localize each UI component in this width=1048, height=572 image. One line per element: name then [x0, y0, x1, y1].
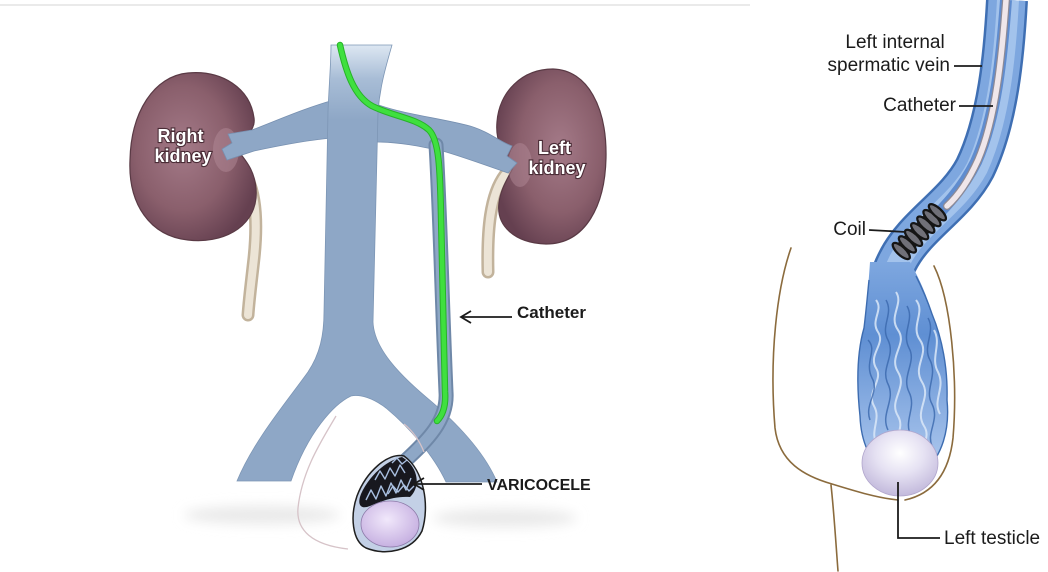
left-testicle-small [360, 500, 420, 548]
coil-label: Coil [833, 219, 866, 240]
catheter-line [336, 41, 449, 425]
inferior-vena-cava [236, 44, 498, 483]
left-kidney-label: Left kidney [528, 138, 585, 178]
right-panel: Left internal spermatic vein Catheter Co… [772, 0, 1040, 572]
left-testicle [861, 429, 939, 497]
floor-shadow-right [433, 509, 577, 527]
coil-leader [868, 229, 907, 233]
testicle-leader [897, 482, 940, 539]
right-kidney-label: Right kidney [154, 126, 211, 166]
left-kidney [496, 68, 607, 245]
left-ureter [481, 168, 512, 279]
pampiniform-plexus [857, 262, 949, 473]
spermatic-vein-label: Left internal spermatic vein [828, 32, 951, 76]
left-panel: Right kidney Left kidney Catheter VARICO… [0, 4, 750, 553]
embolization-coil [891, 202, 948, 261]
catheter-in-vein [943, 0, 1010, 210]
varicocele-arrow [412, 477, 482, 491]
body-outline [772, 247, 956, 572]
catheter-arrow [459, 310, 512, 324]
varicocele-label: VARICOCELE [487, 477, 591, 494]
scrotum-outline [297, 415, 425, 550]
right-renal-vein [221, 99, 335, 161]
catheter-label-right: Catheter [883, 95, 957, 116]
varicocele [352, 454, 427, 553]
floor-shadow-left [184, 506, 340, 524]
testicle-label: Left testicle [944, 528, 1040, 549]
catheter-label-left: Catheter [517, 303, 586, 322]
